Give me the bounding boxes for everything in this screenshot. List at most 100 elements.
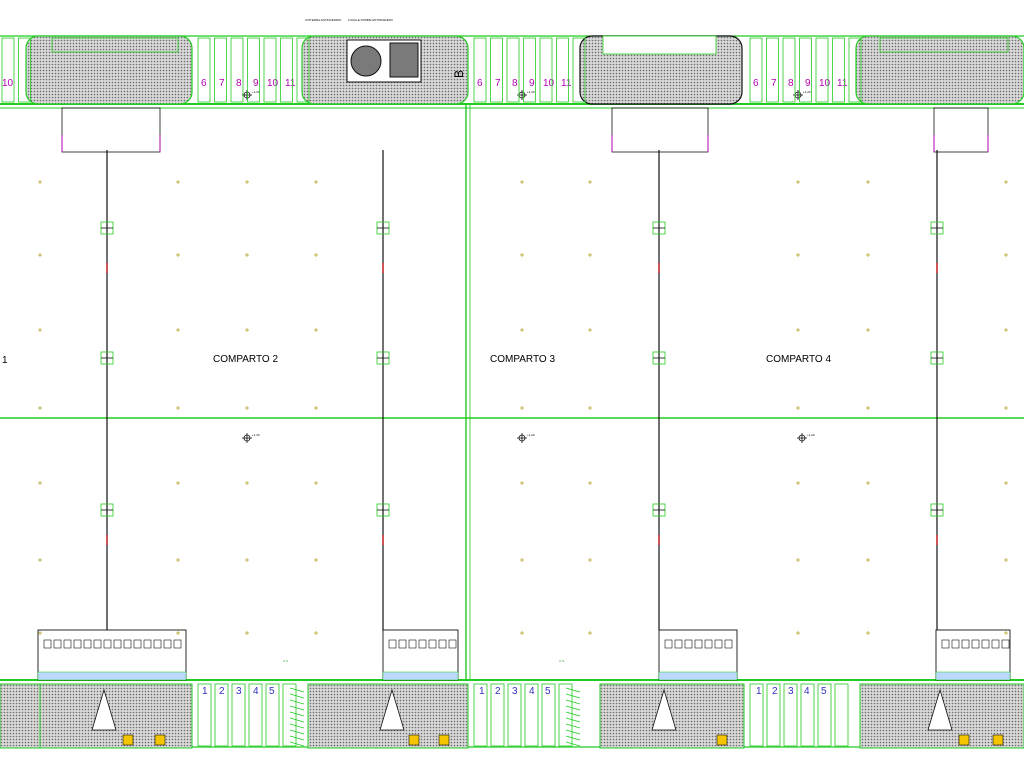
grid-cross xyxy=(866,406,870,410)
grid-cross xyxy=(245,253,249,257)
grid-cross xyxy=(520,328,524,332)
service-room xyxy=(418,639,427,649)
top-bays-left-partial: 10 xyxy=(2,78,14,89)
hatch-stripe xyxy=(565,711,581,717)
hatch-stripe xyxy=(565,705,581,711)
tank-icon xyxy=(350,45,382,77)
svg-text:+1,20: +1,20 xyxy=(527,433,535,437)
grid-cross xyxy=(176,406,180,410)
grid-cross xyxy=(588,253,592,257)
hatch-stripe xyxy=(289,687,305,693)
grid-cross xyxy=(176,253,180,257)
top-bay-slot xyxy=(1,37,15,103)
service-room xyxy=(63,639,72,649)
top-bay-slot xyxy=(766,37,779,103)
svg-text:10: 10 xyxy=(2,78,14,89)
hatch-stripe xyxy=(565,717,581,723)
hatch-stripe xyxy=(289,741,305,747)
compartment-label-4: COMPARTO 4 xyxy=(766,354,831,365)
svg-text:1: 1 xyxy=(202,686,208,697)
service-room xyxy=(941,639,950,649)
bottom-bay-slot xyxy=(473,683,488,747)
service-room xyxy=(53,639,62,649)
service-room xyxy=(971,639,980,649)
svg-text:1: 1 xyxy=(479,686,485,697)
grid-cross xyxy=(588,481,592,485)
svg-text:6: 6 xyxy=(477,78,483,89)
service-room xyxy=(684,639,693,649)
grid-cross xyxy=(245,558,249,562)
grid-cross xyxy=(314,481,318,485)
svg-text:+1,20: +1,20 xyxy=(807,433,815,437)
svg-text:9: 9 xyxy=(529,78,535,89)
bottom-bay-slot xyxy=(749,683,764,747)
bottom-bay-slot xyxy=(524,683,539,747)
level-marker-top-3: +1,20 xyxy=(793,90,811,100)
svg-text:4: 4 xyxy=(529,686,535,697)
top-bay-slot xyxy=(539,37,553,103)
top-bay-slot xyxy=(832,37,845,103)
svg-text:9: 9 xyxy=(805,78,811,89)
top-bay-slot xyxy=(799,37,812,103)
level-marker-mid-3: +1,20 xyxy=(797,433,815,443)
service-strip xyxy=(935,671,1011,681)
service-room xyxy=(704,639,713,649)
top-bay-slot xyxy=(572,37,586,103)
grid-cross xyxy=(176,481,180,485)
svg-text:6: 6 xyxy=(753,78,759,89)
bottom-dock-1 xyxy=(0,683,41,749)
svg-text:4: 4 xyxy=(804,686,810,697)
service-room xyxy=(951,639,960,649)
service-room xyxy=(714,639,723,649)
grid-cross xyxy=(1004,328,1008,332)
svg-text:+1,20: +1,20 xyxy=(803,90,811,94)
ramp-triangle xyxy=(927,688,953,731)
grid-cross xyxy=(38,558,42,562)
svg-text:5: 5 xyxy=(821,686,827,697)
grid-cross xyxy=(866,328,870,332)
svg-text:5: 5 xyxy=(269,686,275,697)
service-room xyxy=(133,639,142,649)
bottom-dock-2 xyxy=(39,683,193,749)
service-room xyxy=(103,639,112,649)
bottom-bay-slot xyxy=(834,683,849,747)
service-room xyxy=(73,639,82,649)
accessible-parking-icon xyxy=(958,734,970,746)
grid-cross xyxy=(314,328,318,332)
grid-cross xyxy=(520,631,524,635)
grid-cross xyxy=(176,631,180,635)
service-room xyxy=(981,639,990,649)
grid-cross xyxy=(796,558,800,562)
top-bay-slot xyxy=(749,37,763,103)
hatch-stripe xyxy=(565,741,581,747)
grid-cross xyxy=(796,481,800,485)
svg-text:3: 3 xyxy=(788,686,794,697)
bottom-bays-c: 1 2 3 4 5 xyxy=(756,686,827,697)
svg-text:1: 1 xyxy=(756,686,762,697)
grid-cross xyxy=(520,180,524,184)
hatch-stripe xyxy=(565,699,581,705)
grid-cross xyxy=(520,406,524,410)
top-dock-4 xyxy=(855,35,1024,105)
grid-cross xyxy=(520,558,524,562)
bottom-bay-slot xyxy=(558,683,573,747)
grid-cross xyxy=(1004,631,1008,635)
grid-cross xyxy=(38,481,42,485)
hatch-stripe xyxy=(289,699,305,705)
grid-cross xyxy=(796,328,800,332)
svg-text:+1,20: +1,20 xyxy=(252,90,260,94)
grid-cross xyxy=(520,481,524,485)
bottom-bay-slot xyxy=(541,683,556,747)
top-bay-slot xyxy=(490,37,503,103)
repeated-drawing-elements xyxy=(1,37,1011,747)
top-bay-slot xyxy=(263,37,277,103)
top-bay-slot xyxy=(230,37,244,103)
grid-cross xyxy=(588,328,592,332)
bottom-bay-slot xyxy=(507,683,522,747)
grid-cross xyxy=(38,328,42,332)
top-bay-slot xyxy=(815,37,829,103)
us-label-1: U.S. xyxy=(283,659,289,663)
bottom-bays-a: 1 2 3 4 5 xyxy=(202,686,275,697)
hatch-stripe xyxy=(289,693,305,699)
